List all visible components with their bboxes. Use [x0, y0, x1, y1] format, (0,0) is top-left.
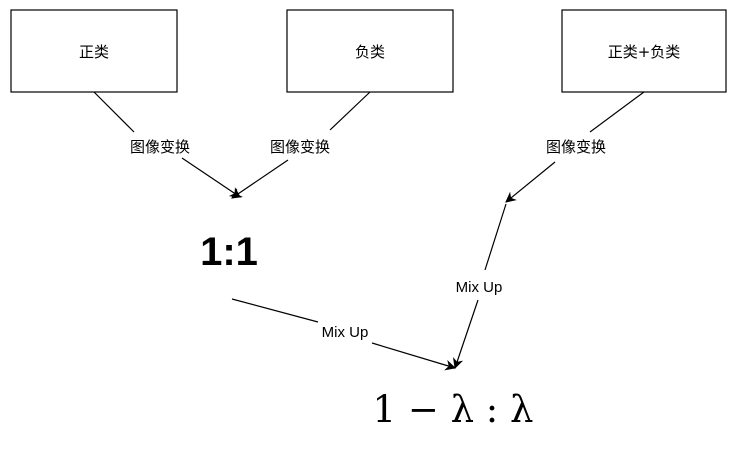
edge-negative-to-balanced	[232, 91, 371, 198]
edge-mixup-right	[455, 203, 507, 368]
box-positive-class[interactable]: 正类	[10, 9, 178, 93]
edge-mixed-to-bend	[506, 91, 645, 202]
edge-mixup-bottom	[231, 298, 455, 368]
edge-label-mixup-bottom: Mix Up	[322, 324, 369, 341]
box-positive-label: 正类	[79, 43, 109, 61]
edge-label-transform-mixed: 图像变换	[546, 138, 606, 156]
ratio-balanced: 1:1	[200, 230, 258, 274]
edge-label-transform-positive: 图像变换	[130, 138, 190, 156]
box-negative-label: 负类	[355, 43, 385, 61]
box-mixed-class[interactable]: 正类+负类	[561, 9, 727, 93]
edge-label-mixup-right: Mix Up	[456, 279, 503, 296]
box-mixed-label: 正类+负类	[608, 43, 681, 61]
ratio-final: 1 − λ : λ	[373, 388, 534, 431]
box-negative-class[interactable]: 负类	[286, 9, 454, 93]
edge-label-transform-negative: 图像变换	[270, 138, 330, 156]
